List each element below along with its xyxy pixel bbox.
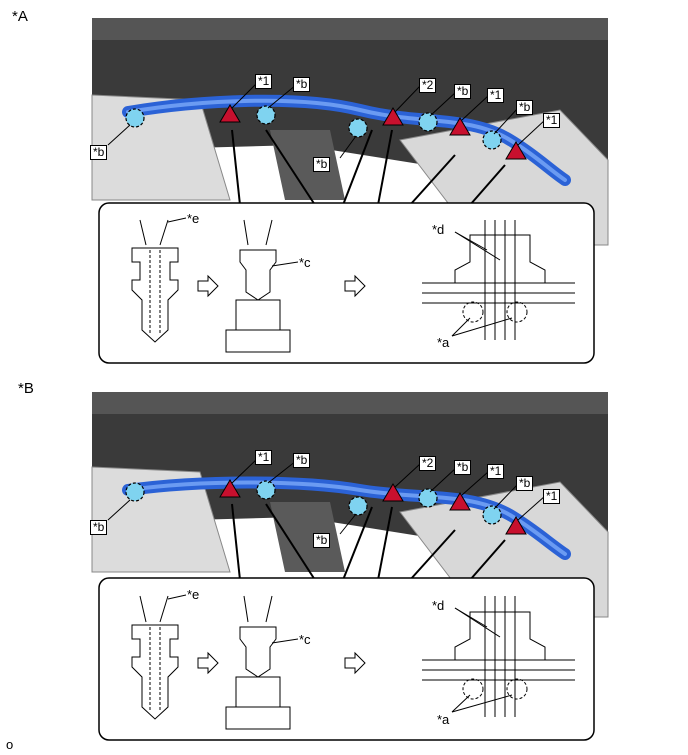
clip-detail-1 [131, 247, 179, 343]
clip-marker [348, 118, 368, 138]
callout-b: *b [454, 84, 472, 99]
callout-b: *b [90, 520, 108, 535]
view-a: *A [0, 0, 688, 375]
callout-1: *1 [487, 464, 505, 479]
roof-edge [92, 392, 608, 414]
roof-edge [92, 18, 608, 40]
clip-detail-2 [239, 626, 277, 678]
view-b-title: *B [18, 380, 34, 397]
view-a-title: *A [12, 8, 28, 25]
callout-b: *b [313, 533, 331, 548]
arrow-right-2 [344, 651, 366, 675]
figure-code: o [6, 737, 14, 752]
clip-marker [125, 108, 145, 128]
clip-installed [454, 611, 546, 661]
claw-marker [462, 301, 484, 323]
clip-marker [418, 112, 438, 132]
callout-b: *b [516, 100, 534, 115]
callout-1: *1 [255, 74, 273, 89]
bolt-marker [449, 117, 471, 136]
pillar-center [270, 502, 345, 572]
callout-b: *b [516, 476, 534, 491]
pillar-center [270, 130, 345, 200]
label-d: *d [432, 222, 445, 237]
clip-installed [454, 234, 546, 284]
callout-b: *b [293, 453, 311, 468]
bolt-marker [505, 516, 527, 535]
callout-2: *2 [419, 78, 437, 93]
label-a: *a [437, 335, 450, 350]
body-side-left [91, 94, 231, 201]
callout-b: *b [313, 157, 331, 172]
view-b: *B [0, 372, 688, 747]
bolt-marker [382, 483, 404, 502]
label-e: *e [187, 587, 200, 602]
claw-marker [462, 678, 484, 700]
clip-detail-2 [239, 249, 277, 301]
clip-marker [256, 105, 276, 125]
label-a: *a [437, 712, 450, 727]
bolt-marker [219, 479, 241, 498]
clip-marker [482, 130, 502, 150]
bolt-marker [449, 492, 471, 511]
clip-marker [482, 505, 502, 525]
callout-1: *1 [543, 489, 561, 504]
arrow-right-2 [344, 274, 366, 298]
callout-1: *1 [487, 88, 505, 103]
bolt-marker [505, 141, 527, 160]
arrow-right-1 [197, 651, 219, 675]
bolt-marker [382, 107, 404, 126]
arrow-right-1 [197, 274, 219, 298]
callout-1: *1 [255, 450, 273, 465]
view-b-illustration [91, 392, 609, 741]
clip-marker [418, 488, 438, 508]
clip-marker [348, 496, 368, 516]
callout-2: *2 [419, 456, 437, 471]
callout-b: *b [454, 460, 472, 475]
callout-b: *b [293, 77, 311, 92]
clip-marker [256, 480, 276, 500]
claw-marker [506, 301, 528, 323]
label-c: *c [299, 255, 311, 270]
label-d: *d [432, 598, 445, 613]
callout-b: *b [90, 145, 108, 160]
label-e: *e [187, 211, 200, 226]
callout-1: *1 [543, 113, 561, 128]
view-a-illustration [91, 18, 609, 364]
label-c: *c [299, 632, 311, 647]
clip-marker [125, 482, 145, 502]
clip-detail-1 [131, 624, 179, 720]
bolt-marker [219, 104, 241, 123]
claw-marker [506, 678, 528, 700]
